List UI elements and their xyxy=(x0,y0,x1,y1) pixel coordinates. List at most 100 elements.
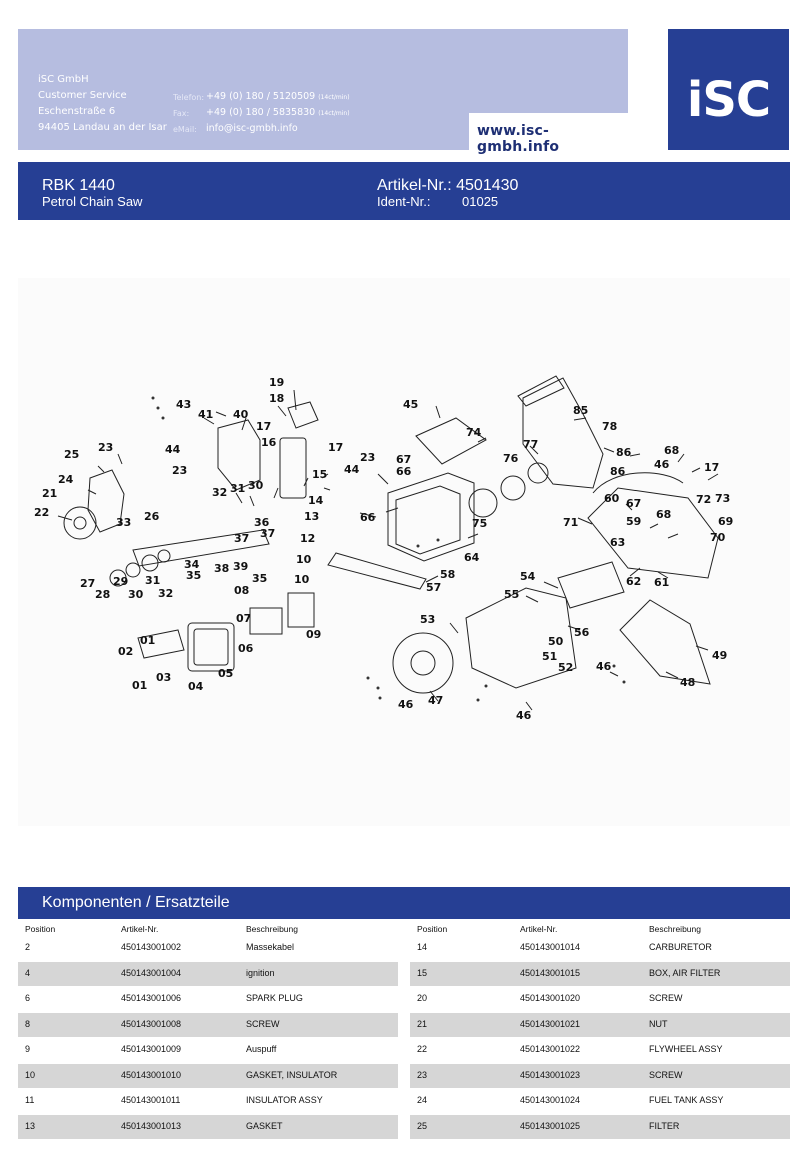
cell-position: 4 xyxy=(25,968,31,978)
table-row: 15 450143001015 BOX, AIR FILTER xyxy=(410,962,790,986)
diagram-label: 54 xyxy=(520,570,536,583)
diagram-label: 17 xyxy=(328,441,343,454)
website-link[interactable]: www.isc-gmbh.info xyxy=(477,123,560,155)
diagram-label: 10 xyxy=(296,553,312,566)
diagram-label: 05 xyxy=(218,667,233,680)
diagram-label: 67 xyxy=(626,497,641,510)
diagram-label: 01 xyxy=(132,679,147,692)
cell-position: 20 xyxy=(417,993,428,1003)
fax-label: Fax: xyxy=(173,109,190,118)
diagram-label: 41 xyxy=(198,408,213,421)
cell-description: SPARK PLUG xyxy=(246,993,303,1003)
diagram-label: 74 xyxy=(466,426,482,439)
parts-table-left: Position Artikel-Nr. Beschreibung 2 4501… xyxy=(18,924,398,1144)
phone-label: Telefon: xyxy=(173,93,205,102)
header-position: Position xyxy=(417,924,448,934)
cell-description: CARBURETOR xyxy=(649,942,712,952)
cylinder-drawing xyxy=(187,622,235,672)
fax-number: +49 (0) 180 / 5835830 (14ct/min) xyxy=(206,107,350,118)
diagram-label: 64 xyxy=(464,551,480,564)
diagram-label: 10 xyxy=(294,573,310,586)
diagram-label: 31 xyxy=(145,574,160,587)
diagram-label: 40 xyxy=(233,408,249,421)
diagram-label: 47 xyxy=(428,694,443,707)
header-article: Artikel-Nr. xyxy=(520,924,558,934)
diagram-label: 60 xyxy=(604,492,620,505)
cell-article: 450143001020 xyxy=(520,993,581,1003)
diagram-label: 18 xyxy=(269,392,284,405)
cell-position: 15 xyxy=(417,968,428,978)
diagram-label: 71 xyxy=(563,516,578,529)
cell-description: SCREW xyxy=(649,993,683,1003)
table-row: 6 450143001006 SPARK PLUG xyxy=(18,987,398,1011)
diagram-label: 17 xyxy=(256,420,271,433)
cell-position: 22 xyxy=(417,1044,428,1054)
diagram-label: 08 xyxy=(234,584,249,597)
cell-position: 10 xyxy=(25,1070,36,1080)
diagram-label: 12 xyxy=(300,532,315,545)
diagram-label: 78 xyxy=(602,420,617,433)
cell-position: 6 xyxy=(25,993,31,1003)
cell-description: BOX, AIR FILTER xyxy=(649,968,721,978)
diagram-label: 75 xyxy=(472,517,487,530)
rear-handle-drawing xyxy=(522,377,604,489)
diagram-label: 67 xyxy=(396,453,411,466)
diagram-label: 66 xyxy=(396,465,412,478)
engine-housing-drawing xyxy=(465,587,577,689)
diagram-label: 46 xyxy=(596,660,612,673)
carb-block-drawing xyxy=(557,561,625,609)
front-handle-drawing xyxy=(592,472,684,494)
isc-logo: iSC xyxy=(668,29,789,150)
components-header: Komponenten / Ersatzteile xyxy=(18,887,790,919)
product-header: RBK 1440 Petrol Chain Saw Artikel-Nr.: 4… xyxy=(18,162,790,220)
diagram-label: 68 xyxy=(664,444,679,457)
diagram-label: 09 xyxy=(306,628,321,641)
diagram-label: 73 xyxy=(715,492,730,505)
diagram-label: 48 xyxy=(680,676,695,689)
diagram-label: 38 xyxy=(214,562,229,575)
diagram-label: 85 xyxy=(573,404,588,417)
table-row: 8 450143001008 SCREW xyxy=(18,1013,398,1037)
flywheel-drawing xyxy=(63,506,97,540)
diagram-label: 86 xyxy=(616,446,632,459)
diagram-label: 16 xyxy=(261,436,277,449)
diagram-label: 01 xyxy=(140,634,155,647)
diagram-label: 49 xyxy=(712,649,727,662)
email-link[interactable]: info@isc-gmbh.info xyxy=(206,123,298,134)
service-label: Customer Service xyxy=(38,90,127,101)
diagram-label: 32 xyxy=(158,587,173,600)
table-row: 24 450143001024 FUEL TANK ASSY xyxy=(410,1089,790,1113)
diagram-label: 34 xyxy=(184,558,200,571)
product-name: Petrol Chain Saw xyxy=(42,194,143,209)
cell-article: 450143001006 xyxy=(121,993,182,1003)
diagram-label: 26 xyxy=(144,510,160,523)
email-label: eMail: xyxy=(173,125,197,134)
diagram-label: 27 xyxy=(80,577,95,590)
diagram-label: 70 xyxy=(710,531,726,544)
table-row: 2 450143001002 Massekabel xyxy=(18,936,398,960)
diagram-label: 14 xyxy=(308,494,324,507)
diagram-label: 25 xyxy=(64,448,79,461)
table-row: 13 450143001013 GASKET xyxy=(18,1115,398,1139)
diagram-label: 43 xyxy=(176,398,191,411)
cell-article: 450143001004 xyxy=(121,968,182,978)
diagram-label: 44 xyxy=(165,443,181,456)
cell-position: 8 xyxy=(25,1019,31,1029)
diagram-drawing: 19 18 43 41 40 17 16 17 44 23 25 23 15 2… xyxy=(34,375,733,722)
cell-article: 450143001025 xyxy=(520,1121,581,1131)
cell-description: Massekabel xyxy=(246,942,295,952)
diagram-label: 69 xyxy=(718,515,733,528)
diagram-label: 77 xyxy=(523,438,538,451)
ident-label: Ident-Nr.: xyxy=(377,194,431,209)
diagram-label: 24 xyxy=(58,473,74,486)
contact-box: iSC GmbH Customer Service Eschenstraße 6… xyxy=(18,29,628,150)
diagram-label: 46 xyxy=(516,709,532,722)
diagram-label: 21 xyxy=(42,487,57,500)
table-row: 21 450143001021 NUT xyxy=(410,1013,790,1037)
diagram-label: 19 xyxy=(269,376,284,389)
cell-article: 450143001023 xyxy=(520,1070,581,1080)
street: Eschenstraße 6 xyxy=(38,106,116,117)
cell-position: 2 xyxy=(25,942,31,952)
diagram-label: 46 xyxy=(398,698,414,711)
diagram-label: 62 xyxy=(626,575,641,588)
